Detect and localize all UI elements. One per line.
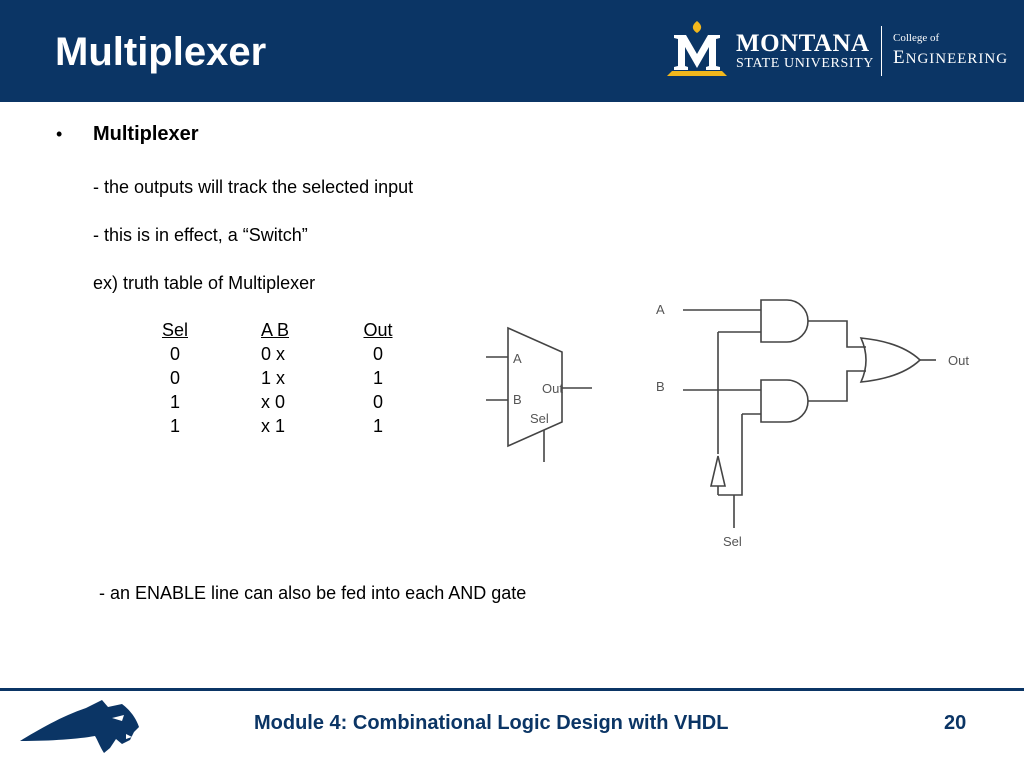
truth-table-cell: 0 x [260,344,285,364]
truth-table-cell: x 1 [260,416,285,436]
logo-engineering-rest: NGINEERING [905,51,1009,67]
logo-state-university: STATE UNIVERSITY [736,56,874,71]
truth-table-cell: 1 [169,416,180,436]
mux-trapezoid [507,326,563,448]
text-line-enable-note: - an ENABLE line can also be fed into ea… [99,583,527,603]
truth-table-cell: 1 [372,368,383,388]
and-gate-top [760,299,809,343]
truth-table-header-sel: Sel [161,320,188,340]
mux-block [486,326,592,462]
and-gate-bottom [760,379,809,423]
logo-engineering-initial: E [893,47,906,68]
slide-title: Multiplexer [55,30,267,74]
logo-college-of: College of [893,32,940,44]
mux-label-b: B [513,392,522,407]
gate-circuit [683,299,936,528]
msu-logo: MONTANA STATE UNIVERSITY College of ENGI… [664,20,1014,80]
truth-table-cell: 0 [372,344,383,364]
footer-module-title: Module 4: Combinational Logic Design wit… [254,712,729,734]
mux-label-out: Out [542,381,563,396]
truth-table-cell: 1 [169,392,180,412]
logo-divider [881,26,882,76]
truth-table-cell: x 0 [260,392,285,412]
truth-table-cell: 1 x [260,368,285,388]
logo-montana: MONTANA [736,30,870,57]
mux-label-a: A [513,351,522,366]
gate-label-b: B [656,379,665,394]
footer-divider [0,688,1024,691]
bobcat-logo-icon [20,700,139,753]
msu-m-mark-icon [667,21,727,76]
bullet-marker: • [56,124,63,144]
wire-and1-to-or [808,320,866,348]
mux-circuit-diagram: A B Out Sel A B Out Sel [486,299,969,549]
truth-table-cell: 0 [372,392,383,412]
text-line-outputs: - the outputs will track the selected in… [93,177,414,197]
truth-table-header-out: Out [363,320,393,340]
gate-label-sel: Sel [723,534,742,549]
page-number: 20 [944,712,967,734]
wire-sel-bus [718,414,743,496]
mux-label-sel: Sel [530,411,549,426]
truth-table-header-ab: A B [260,320,290,340]
bullet-heading: Multiplexer [93,123,199,145]
truth-table-cell: 0 [169,344,180,364]
text-line-truth-table-intro: ex) truth table of Multiplexer [93,273,316,293]
truth-table-cell: 0 [169,368,180,388]
truth-table-cell: 1 [372,416,383,436]
header-bar: Multiplexer MONTANA STATE UNIVERSITY Col… [0,0,1024,102]
logo-engineering: ENGINEERING [893,47,1009,68]
inverter-gate [709,455,727,487]
text-line-switch: - this is in effect, a “Switch” [93,225,308,245]
or-gate [859,337,922,383]
gate-label-a: A [656,302,665,317]
wire-and2-to-or [808,370,866,402]
gate-label-out: Out [948,353,969,368]
